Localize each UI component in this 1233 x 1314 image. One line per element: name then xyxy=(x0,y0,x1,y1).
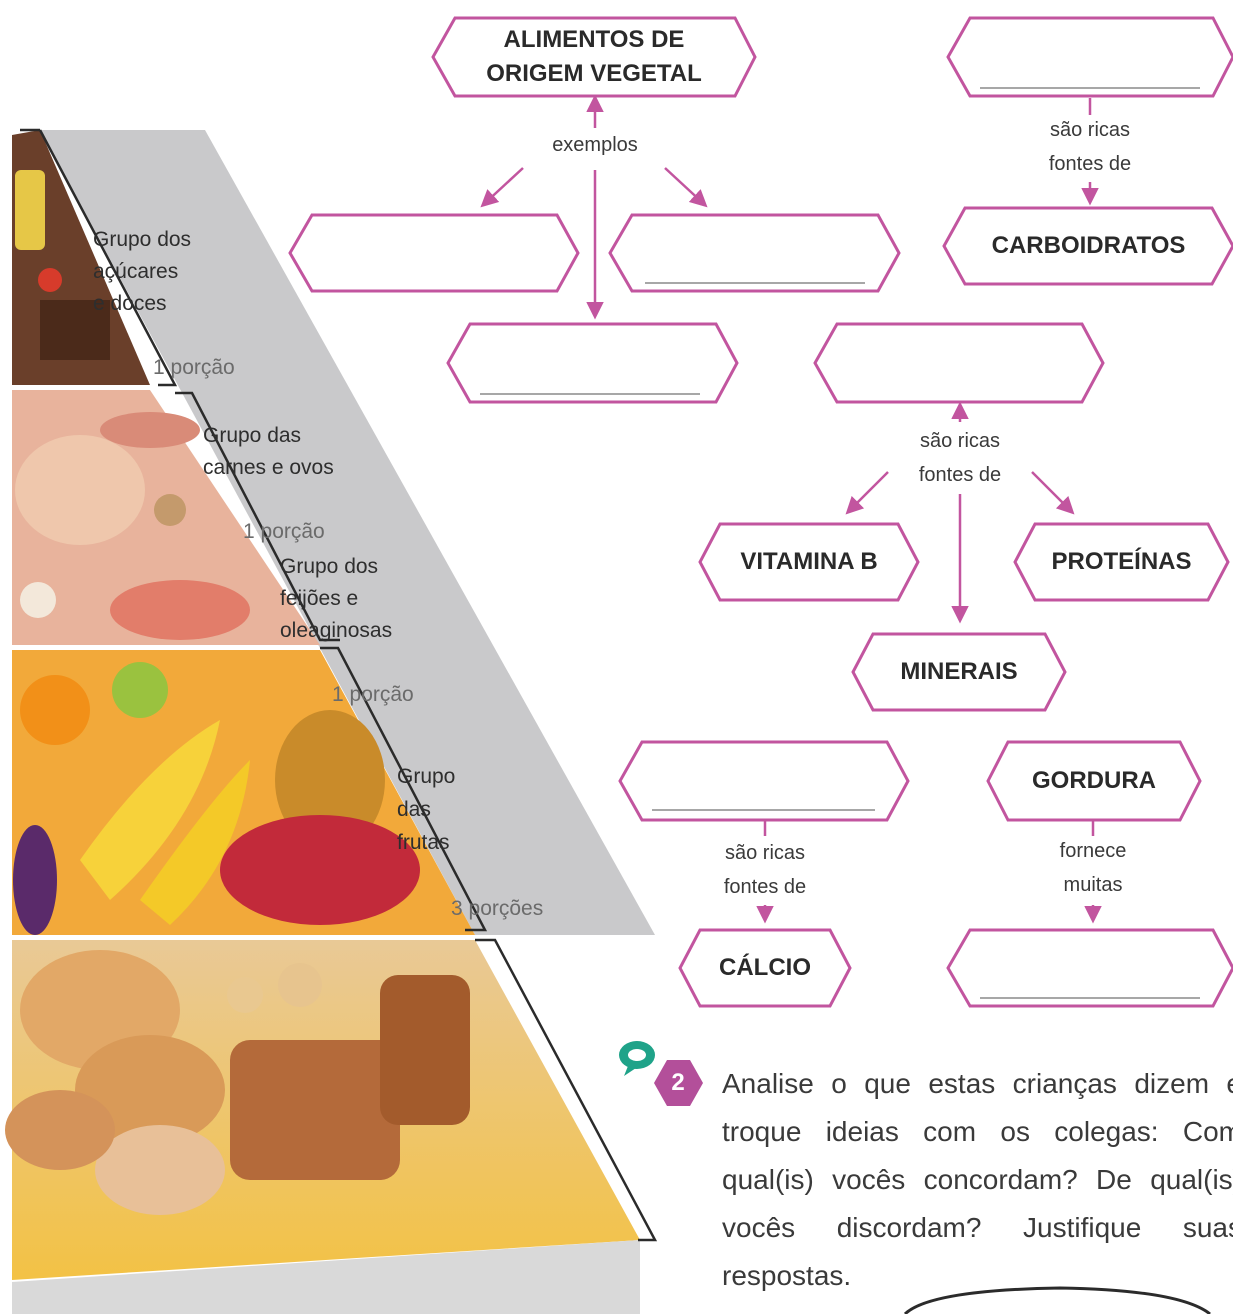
pyramid-group-name: Grupo dos açúcares e doces xyxy=(93,228,192,315)
answer-input-calcium-source[interactable] xyxy=(652,760,881,808)
node-vitamina-b: VITAMINA B xyxy=(740,548,878,575)
pyramid-group-portion: 1 porção xyxy=(153,356,235,379)
pyramid-group-beans: Grupo dos feijões e oleaginosas 1 porção xyxy=(280,519,414,711)
answer-input-top-right[interactable] xyxy=(985,40,1204,86)
concept-map-arrows xyxy=(480,94,1102,924)
link-fornece-muitas: fornece muitas xyxy=(1059,840,1127,896)
question-number-badge xyxy=(654,1060,703,1106)
food-pyramid-illustration xyxy=(5,130,640,1314)
link-sao-ricas-mid: são ricas fontes de xyxy=(918,430,1002,486)
talk-icon xyxy=(619,1041,655,1076)
speech-bubble-outline xyxy=(903,1286,1211,1314)
node-alimentos-origem-vegetal: ALIMENTOS DE ORIGEM VEGETAL xyxy=(486,26,702,87)
pyramid-dividers xyxy=(20,128,658,1242)
link-sao-ricas-top: são ricas fontes de xyxy=(1048,119,1132,175)
node-calcio-box xyxy=(678,928,852,1008)
answer-input-gordura-result[interactable] xyxy=(985,950,1204,996)
node-gordura: GORDURA xyxy=(1032,767,1156,794)
pyramid-group-name: Grupo das frutas xyxy=(397,765,456,854)
pyramid-group-meats: Grupo das carnes e ovos 1 porção xyxy=(203,388,334,548)
question-text: Analise o que estas crianças dizem e tro… xyxy=(722,1068,1233,1291)
pyramid-group-name: Grupo dos feijões e oleaginosas xyxy=(280,555,393,642)
pyramid-group-sugars: Grupo dos açúcares e doces 1 porção xyxy=(93,192,235,384)
node-minerais-box xyxy=(851,632,1067,712)
node-carboidratos-box xyxy=(942,206,1233,286)
link-exemplos: exemplos xyxy=(552,134,638,156)
answer-input-example-middle[interactable] xyxy=(645,232,869,280)
node-proteinas: PROTEÍNAS xyxy=(1051,548,1192,575)
pyramid-group-portion: 3 porções xyxy=(451,897,544,920)
node-vegetal-box xyxy=(431,16,757,98)
node-proteinas-box xyxy=(1013,522,1230,602)
pyramid-group-portion: 1 porção xyxy=(332,683,414,706)
link-sao-ricas-bottom: são ricas fontes de xyxy=(723,842,807,898)
pyramid-band xyxy=(40,130,655,935)
pyramid-group-fruits: Grupo das frutas 3 porções xyxy=(397,727,543,925)
answer-lines xyxy=(480,87,1200,999)
pyramid-group-portion: 1 porção xyxy=(243,520,325,543)
answer-input-food-source[interactable] xyxy=(845,342,1079,390)
node-carboidratos: CARBOIDRATOS xyxy=(991,232,1186,259)
answer-input-example-left[interactable] xyxy=(320,230,554,278)
question-number: 2 xyxy=(671,1069,685,1096)
node-calcio: CÁLCIO xyxy=(719,954,811,981)
answer-input-example-center[interactable] xyxy=(480,342,704,390)
node-gordura-box xyxy=(986,740,1202,822)
node-vitamina-b-box xyxy=(698,522,920,602)
pyramid-group-name: Grupo das carnes e ovos xyxy=(203,424,334,479)
node-minerais: MINERAIS xyxy=(900,658,1018,685)
